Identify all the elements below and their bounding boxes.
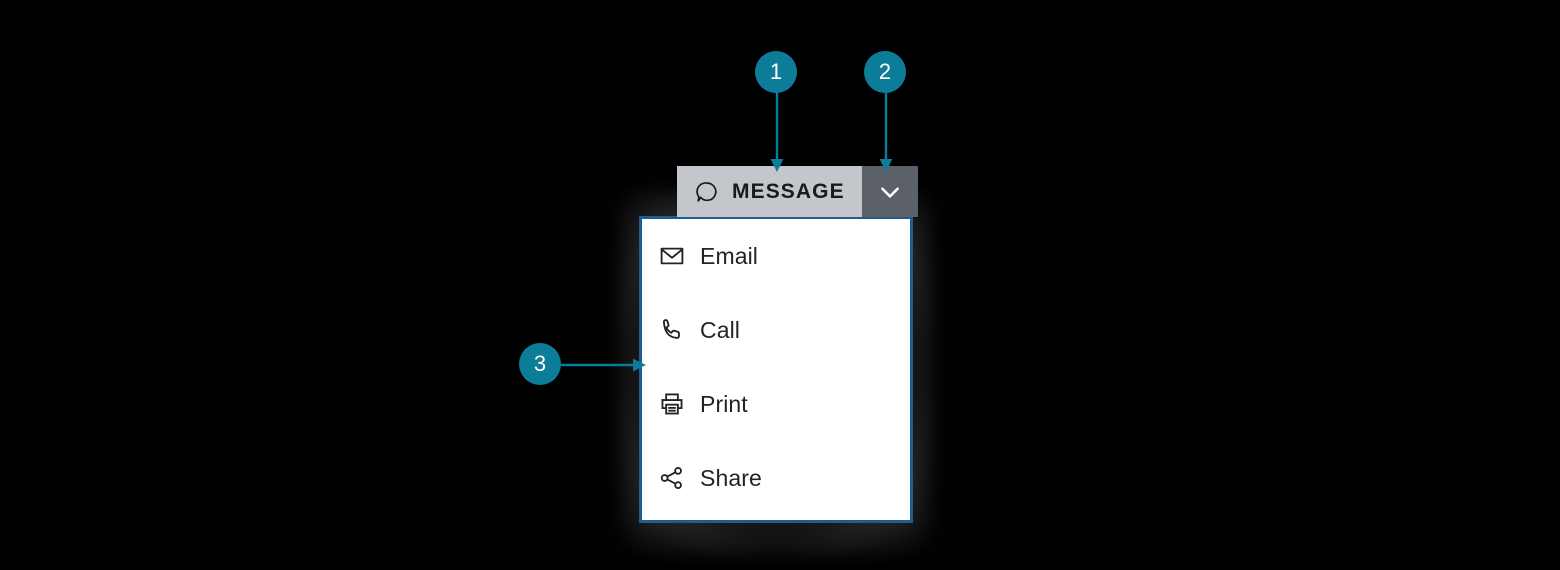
menu-item-label: Call [700, 316, 741, 343]
menu-item-label: Print [700, 390, 748, 417]
callout-arrow-3 [558, 358, 646, 372]
callout-arrow-1 [770, 88, 784, 172]
share-nodes-icon [659, 465, 685, 491]
menu-item-share[interactable]: Share [642, 441, 910, 515]
chevron-down-icon [877, 179, 903, 205]
phone-icon [659, 317, 685, 343]
split-button: MESSAGE [677, 166, 918, 217]
envelope-icon [659, 243, 685, 269]
menu-item-print[interactable]: Print [642, 367, 910, 441]
dropdown-toggle-button[interactable] [861, 166, 918, 217]
message-button-label: MESSAGE [732, 180, 845, 203]
menu-item-label: Share [700, 464, 762, 491]
callout-badge-number: 2 [878, 59, 892, 84]
menu-item-call[interactable]: Call [642, 293, 910, 367]
callout-badge-number: 1 [769, 59, 783, 84]
dropdown-panel: Email Call [639, 216, 913, 523]
menu-item-label: Email [700, 242, 759, 269]
chat-bubble-icon [695, 180, 719, 204]
callout-badge-3[interactable]: 3 [519, 343, 561, 385]
printer-icon [659, 391, 685, 417]
menu-item-email[interactable]: Email [642, 219, 910, 293]
message-button[interactable]: MESSAGE [677, 166, 862, 217]
callout-badge-1[interactable]: 1 [755, 51, 797, 93]
callout-badge-2[interactable]: 2 [864, 51, 906, 93]
dropdown-menu-list: Email Call [642, 219, 910, 515]
callout-badge-number: 3 [533, 351, 547, 376]
callout-arrow-2 [879, 88, 893, 172]
